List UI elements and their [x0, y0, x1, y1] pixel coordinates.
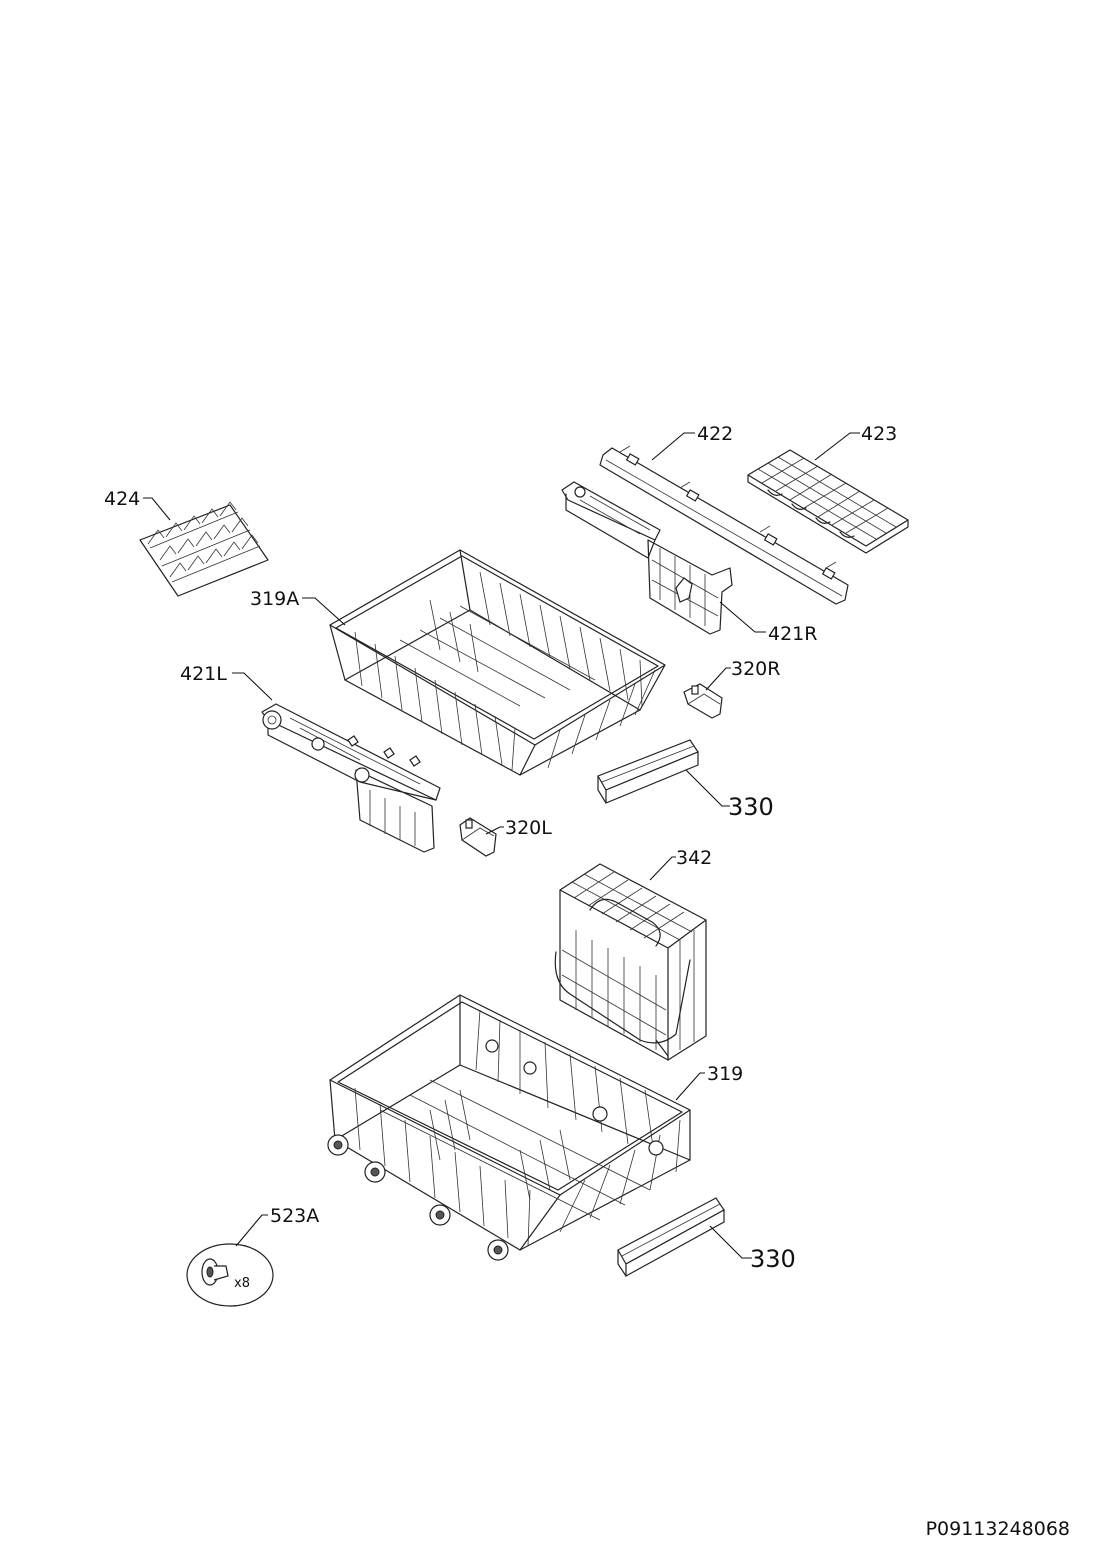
part-423-grid-insert	[747, 449, 909, 554]
part-424-cup-rack	[139, 501, 269, 597]
part-330-upper-trim	[597, 739, 699, 804]
label-330-lower: 330	[750, 1245, 796, 1273]
label-422: 422	[697, 423, 733, 445]
label-quantity-x8: x8	[234, 1276, 250, 1291]
label-319A: 319A	[250, 588, 299, 610]
leader-422	[651, 432, 695, 461]
label-423: 423	[861, 423, 897, 445]
label-421R: 421R	[768, 623, 817, 645]
leader-523A	[235, 1214, 268, 1247]
document-number: P09113248068	[925, 1518, 1070, 1540]
leader-330-upper	[685, 769, 730, 807]
label-319: 319	[707, 1063, 743, 1085]
label-342: 342	[676, 847, 712, 869]
leader-319A	[302, 597, 346, 626]
part-342-cutlery-basket	[554, 863, 707, 1061]
leader-421L	[232, 672, 273, 701]
leader-330-lower	[709, 1225, 752, 1259]
leader-423	[814, 432, 860, 461]
label-523A: 523A	[270, 1205, 319, 1227]
leader-421R	[719, 601, 766, 633]
part-422-rail	[599, 445, 849, 605]
part-319A-upper-basket	[329, 549, 666, 776]
part-320L-clip	[459, 817, 497, 857]
part-421R-rail-assembly	[561, 481, 733, 635]
label-421L: 421L	[180, 663, 227, 685]
basket-wheels	[327, 1134, 509, 1261]
part-319-lower-basket	[327, 994, 691, 1261]
leader-320L	[485, 826, 504, 835]
part-421L-rail-assembly	[261, 703, 441, 853]
part-320R-clip	[683, 683, 723, 719]
label-330-upper: 330	[728, 793, 774, 821]
label-320R: 320R	[731, 658, 780, 680]
leader-342	[649, 856, 676, 881]
leader-424	[143, 497, 171, 521]
label-424: 424	[104, 488, 140, 510]
leader-320R	[705, 667, 731, 691]
part-330-lower-trim	[617, 1197, 725, 1278]
part-523A-wheel	[186, 1243, 274, 1307]
leader-319	[675, 1072, 705, 1101]
label-320L: 320L	[505, 817, 552, 839]
